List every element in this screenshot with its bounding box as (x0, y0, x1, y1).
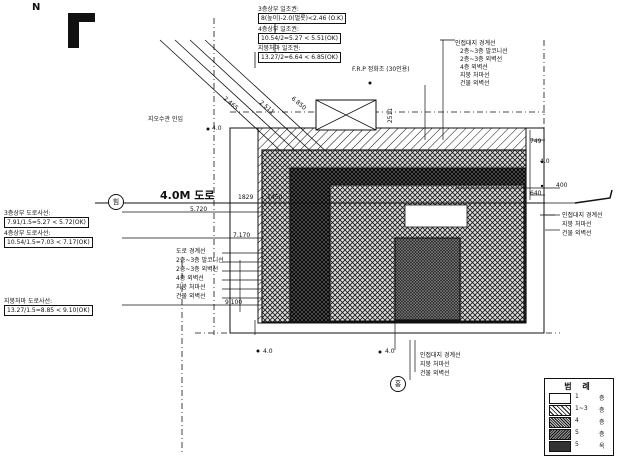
dim-4m-b: 4.0 (385, 348, 395, 355)
legend-num: 5 (575, 441, 579, 448)
dim-640: 640 (530, 190, 542, 197)
legend-mark: 층 (599, 431, 605, 438)
legend-tr-item: 건물 외벽선 (460, 80, 490, 87)
legend-row: 1 층 (549, 393, 609, 404)
road-setback-3f-value: 7.91/1.5=5.27 < 5.72(OK) (4, 217, 89, 228)
legend-title: 범 례 (564, 382, 594, 391)
legend-tr-item: 2층~3층 외벽선 (460, 56, 503, 63)
dim-1829: 1829 (238, 194, 254, 201)
bottom-direction-marker: 홍 (390, 376, 406, 392)
legend-ml-item: 4층 외벽선 (176, 275, 204, 282)
legend-num: 4 (575, 417, 579, 424)
legend-r-item: 건물 외벽선 (562, 230, 592, 237)
road-setback-roof-title: 지붕처마 도로사선: (4, 298, 53, 305)
legend-row: 5 옥 (549, 441, 609, 452)
legend-ml-item: 도로 경계선 (176, 248, 206, 255)
frp-septic-label: F.R.P 정화조 (30인용) (352, 66, 410, 73)
legend-tr-item: 4층 외벽선 (460, 64, 488, 71)
dim-7170: 7.170 (233, 232, 251, 239)
legend-ml-item: 2층~3층 발코니선 (176, 257, 224, 264)
legend-tr-item: 지붕 처마선 (460, 72, 490, 79)
dim-5720: 5.720 (190, 206, 208, 213)
road-width-label: 4.0M 도로 (160, 189, 215, 202)
road-direction-marker: 힘 (108, 194, 124, 210)
legend-row: 5 층 (549, 429, 609, 440)
note-4f-sunlight-value: 10.54/2=5.27 < 5.51(OK) (258, 33, 341, 44)
note-4f-sunlight-title: 4층상부 일조권: (258, 26, 299, 33)
legend-num: 1~3 (575, 405, 588, 412)
road-setback-4f-value: 10.54/1.5=7.03 < 7.17(OK) (4, 237, 93, 248)
leader-lines (122, 39, 555, 306)
legend-swatch (549, 441, 571, 452)
dim-9100: 9.100 (225, 299, 243, 306)
legend-num: 1 (575, 393, 579, 400)
dim-4m-d: 4.0 (212, 125, 222, 132)
legend-b-item: 인접대지 경계선 (420, 352, 461, 359)
note-3f-sunlight-title: 3층상부 일조권: (258, 6, 299, 13)
dimension-lines (239, 40, 560, 380)
road-setback-roof-value: 13.27/1.5=8.85 < 9.10(OK) (4, 305, 93, 316)
water-meter-label: 지오수관 인입 (148, 116, 184, 123)
dim-4m-a: 4.0 (540, 158, 550, 165)
setback-lines (159, 18, 331, 156)
legend-num: 5 (575, 429, 579, 436)
legend-row: 4 층 (549, 417, 609, 428)
legend-b-item: 건물 외벽선 (420, 370, 450, 377)
north-arrow-icon (68, 13, 95, 48)
road-setback-4f-title: 4층상부 도로사선: (4, 230, 51, 237)
road-setback-3f-title: 3층상부 도로사선: (4, 210, 51, 217)
legend-tr-item: 2층~3층 발코니선 (460, 48, 508, 55)
legend-tr-item: 인접대지 경계선 (455, 40, 496, 47)
stair-label-area (404, 204, 468, 228)
dim-1450: 1450 (267, 194, 283, 201)
roof-zone (394, 237, 461, 321)
legend-mark: 옥 (599, 443, 605, 450)
legend-ml-item: 2층~3층 외벽선 (176, 266, 219, 273)
legend-swatch (549, 429, 571, 440)
note-roof-sunlight-value: 13.27/2=6.64 < 6.85(OK) (258, 52, 341, 63)
legend-mark: 층 (599, 395, 605, 402)
dim-2511: 2511 (387, 107, 395, 124)
legend-mark: 층 (599, 407, 605, 414)
legend-r-item: 인접대지 경계선 (562, 212, 603, 219)
legend-row: 1~3 층 (549, 405, 609, 416)
dim-749: 749 (530, 138, 542, 145)
dim-4m-c: 4.0 (263, 348, 273, 355)
legend-swatch (549, 417, 571, 428)
dim-400: 400 (556, 182, 568, 189)
note-3f-sunlight-value: 8(높이)-2.0(벌롯)<2.46 (O.K) (258, 13, 347, 24)
legend-r-item: 지붕 처마선 (562, 221, 592, 228)
note-roof-sunlight-title: 지붕처마 일조권: (258, 45, 301, 52)
legend-mark: 층 (599, 419, 605, 426)
legend-b-item: 지붕 처마선 (420, 361, 450, 368)
legend-swatch (549, 405, 571, 416)
legend-ml-item: 건물 외벽선 (176, 293, 206, 300)
north-label: N (32, 2, 41, 13)
legend-ml-item: 지붕 처마선 (176, 284, 206, 291)
legend-swatch (549, 393, 571, 404)
legend-box: 범 례 1 층 1~3 층 4 층 5 층 5 옥 (544, 378, 614, 456)
